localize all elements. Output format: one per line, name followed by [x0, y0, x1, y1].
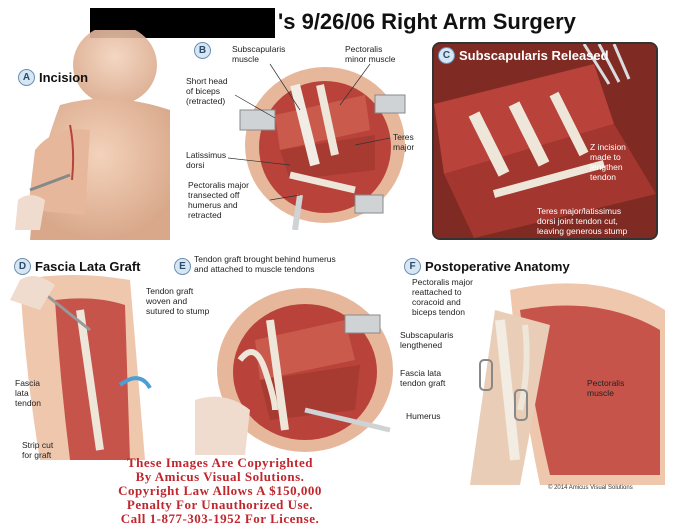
panel-b-heading: B — [194, 42, 211, 59]
copyright-line: Call 1-877-303-1952 For License. — [120, 511, 320, 526]
panel-c-title: Subscapularis Released — [459, 48, 609, 63]
panel-a-title: Incision — [39, 70, 89, 85]
page-title: 's 9/26/06 Right Arm Surgery — [278, 9, 576, 34]
label-pectoralis-major-transected: Pectoralis major transected off humerus … — [188, 180, 249, 220]
credit-text: © 2014 Amicus Visual Solutions — [548, 485, 633, 491]
label-humerus: Humerus — [406, 411, 441, 421]
label-teres-major: Teres major — [393, 132, 415, 152]
copyright-line: By Amicus Visual Solutions. — [135, 469, 305, 484]
label-pectoralis-minor: Pectoralis minor muscle — [345, 44, 396, 64]
panel-a-illustration — [15, 30, 170, 240]
panel-d-illustration — [10, 275, 152, 460]
panel-c-heading: C Subscapularis Released — [438, 47, 609, 64]
panel-b-badge: B — [194, 42, 211, 59]
label-pectoralis-muscle: Pectoralis muscle — [587, 378, 625, 398]
label-graft-behind-humerus: Tendon graft brought behind humerus and … — [194, 254, 336, 274]
label-strip-cut: Strip cut for graft — [22, 440, 54, 460]
panel-e-badge: E — [174, 258, 191, 275]
copyright-notice: These Images Are Copyrighted By Amicus V… — [70, 456, 370, 526]
panel-d-title: Fascia Lata Graft — [35, 259, 141, 274]
panel-e-illustration — [195, 288, 393, 455]
panel-d-heading: D Fascia Lata Graft — [14, 258, 141, 275]
panel-a-heading: A Incision — [18, 69, 88, 86]
label-fascia-lata-tendon: Fascia lata tendon — [15, 378, 41, 408]
panel-f-illustration — [470, 283, 665, 485]
panel-b-illustration — [239, 67, 406, 230]
panel-c-frame — [432, 42, 658, 240]
label-latissimus-dorsi: Latissimus dorsi — [186, 150, 227, 170]
label-subscapularis-muscle: Subscapularis muscle — [232, 44, 286, 64]
panel-d-badge: D — [14, 258, 31, 275]
label-z-incision: Z incision made to lengthen tendon — [590, 142, 626, 182]
label-short-head-biceps: Short head of biceps (retracted) — [186, 76, 228, 106]
label-graft-woven: Tendon graft woven and sutured to stump — [146, 286, 210, 316]
label-teres-latissimus-cut: Teres major/latissimus dorsi joint tendo… — [537, 206, 628, 236]
copyright-line: Penalty For Unauthorized Use. — [126, 497, 314, 512]
label-pectoralis-major-reattached: Pectoralis major reattached to coracoid … — [412, 277, 473, 317]
panel-a-badge: A — [18, 69, 35, 86]
panel-f-badge: F — [404, 258, 421, 275]
panel-c-badge: C — [438, 47, 455, 64]
panel-c-illustration — [434, 44, 656, 238]
panel-f-title: Postoperative Anatomy — [425, 259, 570, 274]
label-fascia-lata-graft: Fascia lata tendon graft — [400, 368, 446, 388]
panel-f-heading: F Postoperative Anatomy — [404, 258, 570, 275]
label-subscapularis-lengthened: Subscapularis lengthened — [400, 330, 454, 350]
panel-e-heading: E — [174, 258, 191, 275]
copyright-line: Copyright Law Allows A $150,000 — [118, 483, 322, 498]
copyright-line: These Images Are Copyrighted — [126, 455, 313, 470]
